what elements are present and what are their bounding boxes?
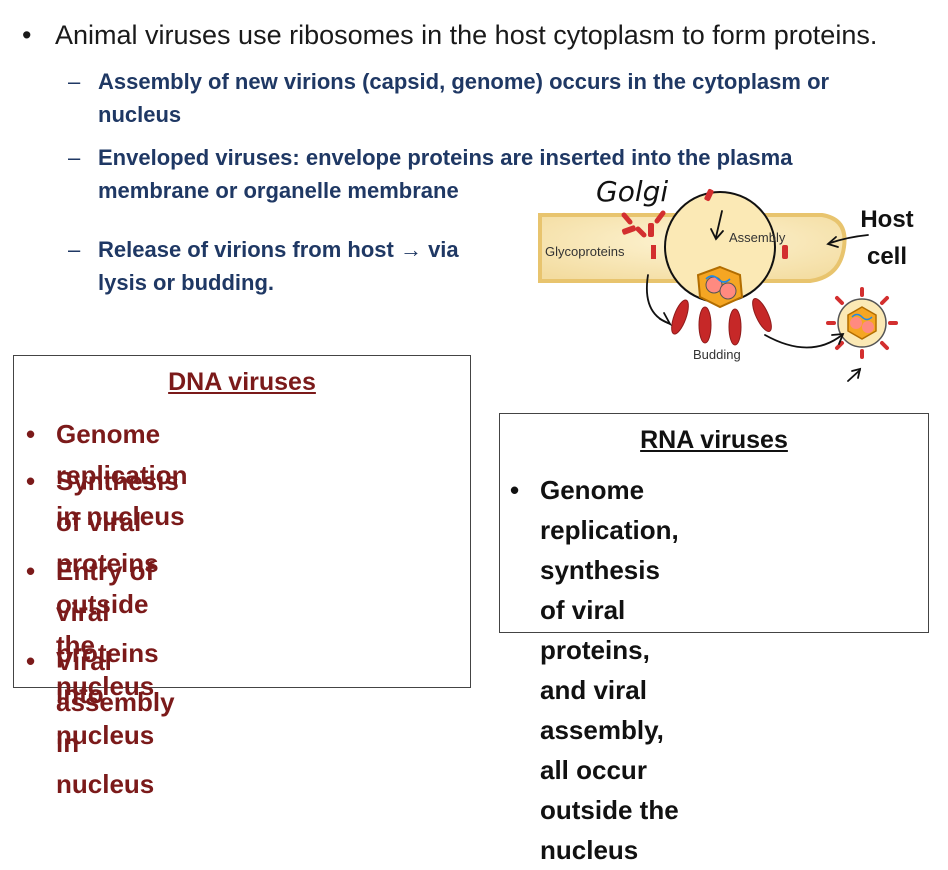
sub-bullet-line: Release of virions from host → via [98, 237, 459, 262]
budding-label: Budding [693, 347, 741, 362]
list-item-text: outside the nucleus [56, 589, 155, 701]
golgi-handwriting: Golgi [596, 175, 668, 208]
dash-marker: – [68, 69, 81, 94]
budding-spikes [671, 297, 772, 346]
list-item-text: Genome replication, [540, 475, 679, 545]
host-label: Host [860, 206, 913, 233]
bullet-dot: • [26, 646, 36, 676]
sub-bullet-line: nucleus [98, 102, 182, 127]
bullet-dot: • [26, 466, 36, 496]
assembly-label: Assembly [729, 230, 786, 245]
dna-box-title: DNA viruses [168, 368, 316, 396]
list-item-text: Entry of viral proteins into [56, 556, 159, 709]
budding-diagram: Glycoproteins Assembly Budding Host cell… [538, 175, 914, 382]
cell-label: cell [867, 243, 907, 270]
list-item-text: Synthesis of viral proteins [56, 466, 179, 578]
list-item-text: outside the nucleus [540, 795, 679, 865]
assembly-arrow [715, 210, 723, 238]
rna-box-title: RNA viruses [640, 426, 788, 454]
bullet-dot: • [26, 556, 36, 586]
dash-marker: – [68, 237, 81, 262]
rna-viruses-box: RNA viruses • Genome replication, synthe… [499, 413, 929, 865]
list-item-text: Genome replication in nucleus [56, 419, 188, 531]
sub-bullet-line: membrane or organelle membrane [98, 178, 459, 203]
list-item-text: and viral assembly, all occur [540, 675, 664, 785]
list-item-text: Viral assembly in nucleus [56, 646, 175, 799]
bullet-dot: • [22, 20, 32, 50]
golgi-dashes [621, 210, 666, 238]
released-virion [826, 287, 898, 359]
sub-bullet-line: lysis or budding. [98, 270, 275, 295]
slide: • Animal viruses use ribosomes in the ho… [13, 20, 929, 865]
virion-arrow [847, 369, 861, 382]
host-cell-arrow [829, 234, 869, 244]
list-item-text: synthesis of viral proteins, [540, 555, 660, 665]
dna-viruses-box: DNA viruses • Genome replication in nucl… [13, 355, 471, 799]
glycoprotein-marks [621, 188, 788, 259]
bullet-dot: • [510, 475, 520, 505]
glycoproteins-label: Glycoproteins [545, 244, 625, 259]
sub-bullet-line: Enveloped viruses: envelope proteins are… [98, 145, 793, 170]
budding-to-virion-arrow [764, 334, 843, 349]
dash-marker: – [68, 145, 81, 170]
sub-bullet-line: Assembly of new virions (capsid, genome)… [98, 69, 830, 94]
main-bullet-text: Animal viruses use ribosomes in the host… [55, 20, 878, 50]
bullet-dot: • [26, 419, 36, 449]
